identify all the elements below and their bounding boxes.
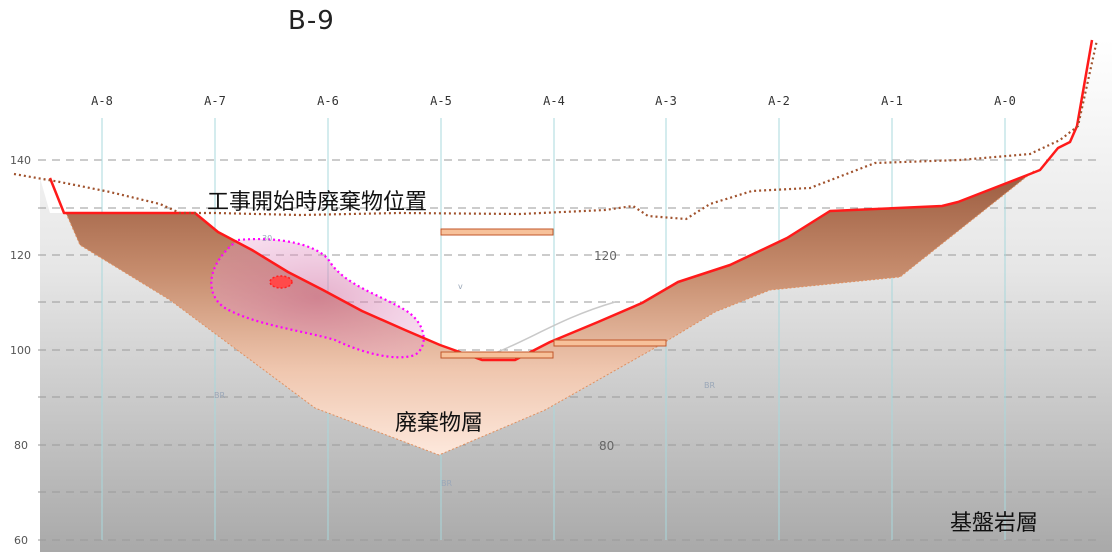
- contour-label-80: 80: [599, 439, 614, 453]
- column-label-a5: A-5: [430, 94, 452, 108]
- elevation-label-120: 120: [10, 249, 31, 262]
- column-label-a7: A-7: [204, 94, 226, 108]
- waste-layer-label: 廃棄物層: [395, 411, 483, 436]
- measurement-bar-2: [440, 351, 554, 359]
- contamination-zone: [210, 237, 425, 359]
- small-mark-v: v: [458, 282, 463, 291]
- small-mark-br-1: BR: [214, 391, 225, 400]
- initial-surface-line: [13, 39, 1099, 221]
- section-title: B-9: [288, 6, 335, 36]
- small-mark-br-2: BR: [704, 381, 715, 390]
- elevation-labels: 140 120 100 80 60: [10, 154, 31, 547]
- bedrock-area: [40, 40, 1112, 552]
- current-surface-line: [48, 39, 1094, 362]
- elevation-label-60: 60: [14, 534, 28, 547]
- internal-boundary-line: [489, 301, 616, 356]
- waste-bottom-boundary: [65, 169, 1036, 456]
- column-label-a0: A-0: [994, 94, 1016, 108]
- column-label-a3: A-3: [655, 94, 677, 108]
- hotspot: [269, 275, 293, 289]
- elevation-label-140: 140: [10, 154, 31, 167]
- column-label-a2: A-2: [768, 94, 790, 108]
- column-lines: [101, 118, 1006, 540]
- column-label-a8: A-8: [91, 94, 113, 108]
- elevation-label-80: 80: [14, 439, 28, 452]
- waste-layer-area: [66, 170, 1035, 455]
- contour-label-120: 120: [594, 249, 617, 263]
- small-mark-30: 30: [262, 234, 272, 243]
- bedrock-layer-label: 基盤岩層: [950, 511, 1038, 536]
- column-label-a6: A-6: [317, 94, 339, 108]
- elevation-label-100: 100: [10, 344, 31, 357]
- small-mark-br-3: BR: [441, 479, 452, 488]
- column-label-a1: A-1: [881, 94, 903, 108]
- column-labels: A-8 A-7 A-6 A-5 A-4 A-3 A-2 A-1 A-0: [91, 94, 1016, 108]
- initial-waste-position-label: 工事開始時廃棄物位置: [207, 190, 427, 215]
- measurement-bar-1: [440, 228, 554, 236]
- column-label-a4: A-4: [543, 94, 565, 108]
- measurement-bar-3: [553, 339, 667, 347]
